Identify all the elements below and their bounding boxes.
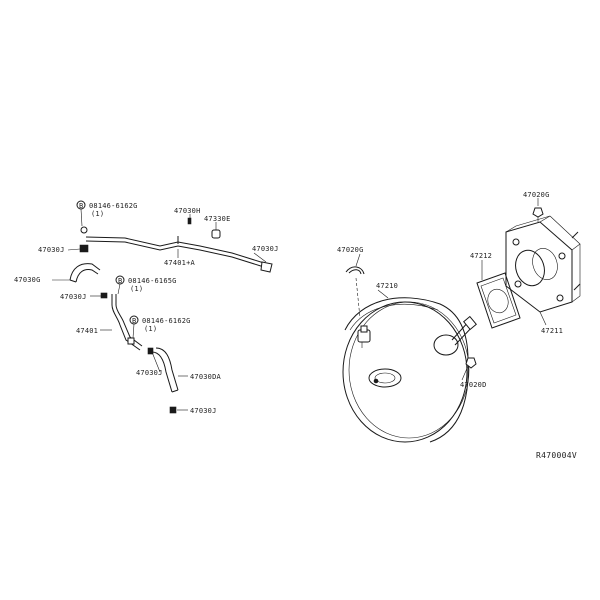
callout-qty-b: (1) [130, 285, 143, 293]
spacer-bolt-hole-1 [512, 238, 520, 246]
label-47030j-bottom: 47030J [190, 407, 217, 415]
spacer-hole-back [532, 248, 558, 280]
hose-47030g-inner [75, 269, 99, 283]
label-47030g: 47030G [14, 276, 41, 284]
label-47030h: 47030H [174, 207, 201, 215]
gasket-47212 [476, 272, 521, 329]
spacer-bolt-hole-4 [556, 294, 564, 302]
hose-47030da-edge [155, 347, 179, 391]
callout-code-c: 08146-6162G [142, 317, 191, 325]
clip-47030j-top [79, 244, 89, 253]
spacer-top-right [549, 215, 581, 251]
label-47020g: 47020G [337, 246, 364, 254]
label-47211: 47211 [541, 327, 563, 335]
gasket-inner [480, 277, 517, 324]
spacer-bolt-hole-2 [558, 252, 566, 260]
reference-code: R470004V [536, 451, 577, 460]
label-47030j-mid: 47030J [60, 293, 87, 301]
callout-symbol-a: B [79, 202, 83, 210]
connector [127, 337, 135, 345]
hose-47030da-end [171, 389, 179, 393]
port-stud [373, 378, 379, 384]
clip-47030j-mid [100, 292, 108, 299]
booster-rear-shell [344, 297, 469, 361]
spacer-bolt-hole-3 [514, 280, 522, 288]
stud-1 [571, 231, 579, 239]
bolt-top [80, 226, 88, 234]
vacuum-pipe-47401-edge [115, 294, 143, 347]
label-47330e: 47330E [204, 215, 231, 223]
spacer-top [505, 215, 551, 233]
label-47210: 47210 [376, 282, 398, 290]
pushrod-clevis [463, 315, 477, 331]
hose-47030da [151, 351, 173, 393]
gasket-hole [487, 288, 509, 314]
bolt-47020g-right [532, 207, 544, 218]
callout-qty-c: (1) [144, 325, 157, 333]
check-valve-clip [345, 266, 365, 275]
clip-47030h [187, 217, 192, 225]
nut-47020d [465, 357, 477, 369]
booster-rear-shell-inner [349, 304, 439, 331]
vacuum-piping-assembly: B B B [52, 200, 273, 414]
booster-front-port [368, 368, 402, 388]
callout-code-a: 08146-6162G [89, 202, 138, 210]
clip-47030j-low [147, 347, 154, 355]
check-valve-top [360, 325, 368, 333]
label-47401: 47401 [76, 327, 98, 335]
callout-code-b: 08146-6165G [128, 277, 177, 285]
callout-symbol-b: B [118, 277, 122, 285]
brake-booster-assembly [342, 207, 581, 443]
spacer-side [571, 244, 581, 303]
hose-47030g [69, 263, 101, 281]
label-47020g-right: 47020G [523, 191, 550, 199]
clip-47030j-right [260, 261, 273, 273]
vacuum-pipe-47401 [111, 294, 141, 351]
label-47030j-low: 47030J [136, 369, 163, 377]
spacer-hole [515, 249, 545, 287]
check-valve-clip-inner [348, 269, 362, 275]
booster-front-edge [429, 359, 469, 443]
label-47212: 47212 [470, 252, 492, 260]
hose-47030g-end [69, 279, 77, 283]
stud-2 [573, 283, 581, 291]
callout-symbol-c: B [132, 317, 136, 325]
label-47401a: 47401+A [164, 259, 195, 267]
vacuum-pipe-47401a-edge [85, 240, 265, 268]
clip-47030j-bottom [169, 406, 177, 414]
grommet-47330e [211, 229, 221, 239]
label-47030da: 47030DA [190, 373, 221, 381]
valve-dash-line [355, 277, 361, 319]
label-47030j-top: 47030J [38, 246, 65, 254]
booster-rim [348, 301, 470, 439]
label-47020d: 47020D [460, 381, 487, 389]
pushrod-boss [433, 334, 459, 356]
label-47030j-right: 47030J [252, 245, 279, 253]
booster-front-port-inner [374, 372, 396, 384]
callout-qty-a: (1) [91, 210, 104, 218]
